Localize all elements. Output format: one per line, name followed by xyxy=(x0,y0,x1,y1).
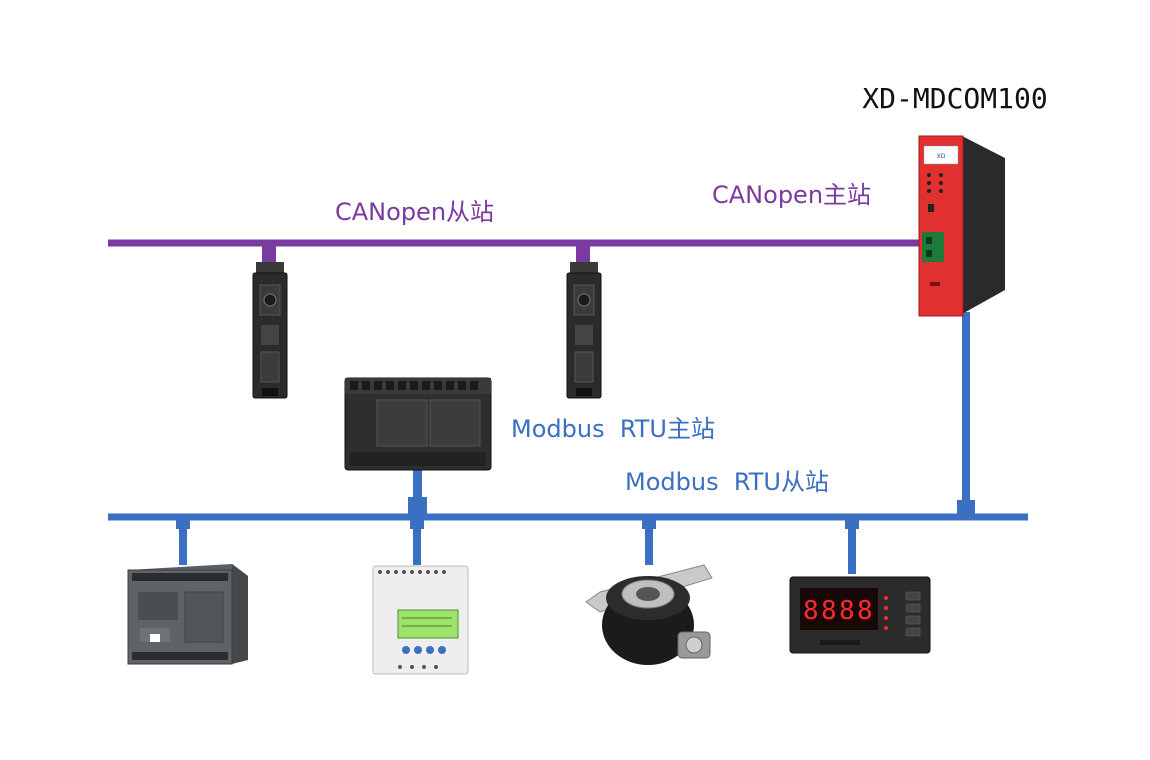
svg-text:8: 8 xyxy=(839,596,855,626)
modbus-master-label: Modbus RTU主站 xyxy=(511,415,715,443)
rotary-encoder-icon xyxy=(585,564,713,665)
canopen-master-label: CANopen主站 xyxy=(712,181,871,209)
plc-icon xyxy=(127,564,248,665)
canopen-slave-label: CANopen从站 xyxy=(335,198,494,226)
servo-drive-icon xyxy=(566,262,602,399)
svg-text:8: 8 xyxy=(821,596,837,626)
svg-text:XD: XD xyxy=(937,153,946,160)
canopen-slave-device-2 xyxy=(566,262,602,399)
svg-text:8: 8 xyxy=(857,596,873,626)
canopen-slave-device-1 xyxy=(252,262,288,399)
modbus-slave-device-1 xyxy=(127,564,248,665)
diagram-title: XD-MDCOM100 xyxy=(862,82,1047,115)
gateway-module-icon: XD xyxy=(918,135,1005,317)
modbus-bus xyxy=(108,312,1028,574)
modbus-master-device xyxy=(344,377,492,471)
svg-text:8: 8 xyxy=(803,596,819,626)
modbus-slave-label: Modbus RTU从站 xyxy=(625,468,829,496)
modbus-slave-device-2 xyxy=(372,565,469,675)
smart-relay-icon xyxy=(372,565,469,675)
plc-icon xyxy=(344,377,492,471)
canopen-bus xyxy=(108,239,940,263)
modbus-slave-device-3 xyxy=(585,564,713,665)
servo-drive-icon xyxy=(252,262,288,399)
